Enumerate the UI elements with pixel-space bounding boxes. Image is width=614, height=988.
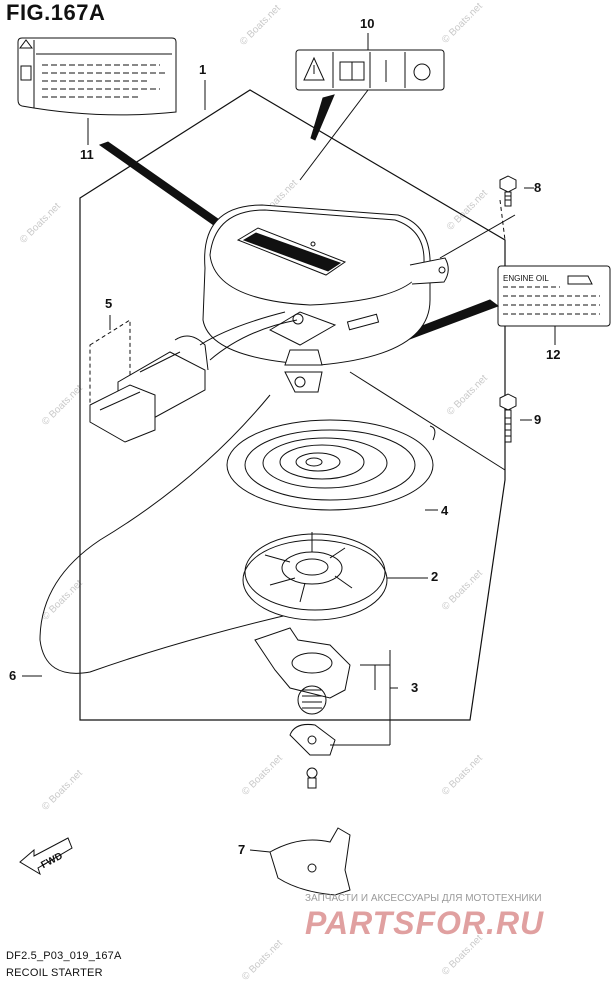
fwd-arrow-icon: FWD	[19, 837, 73, 876]
callout-4: 4	[441, 503, 449, 518]
bolt-9	[499, 393, 532, 443]
callout-1: 1	[199, 62, 207, 77]
callout-9: 9	[534, 412, 542, 427]
pointer-wedge-10	[310, 94, 335, 141]
assembly-outline	[79, 89, 506, 721]
callout-10: 10	[360, 16, 375, 31]
label-11-decal	[17, 37, 177, 145]
leader-case-to-8	[439, 214, 516, 259]
recoil-spring-4	[226, 419, 438, 511]
starter-rope	[39, 311, 301, 674]
figure-code: DF2.5_P03_019_167A	[6, 950, 122, 962]
bolt-8	[499, 175, 534, 207]
figure-title: FIG.167A	[6, 0, 106, 25]
handle-5	[89, 315, 209, 443]
label-12-decal	[497, 265, 611, 345]
leader-case-to-9	[349, 371, 506, 471]
pawl-7	[249, 827, 351, 896]
callout-6: 6	[9, 668, 17, 683]
starter-case	[202, 204, 449, 393]
callout-3: 3	[411, 680, 419, 695]
callout-5: 5	[105, 296, 113, 311]
label-12-text: ENGINE OIL	[503, 274, 549, 283]
figure-caption: RECOIL STARTER	[6, 967, 103, 979]
callout-11: 11	[80, 147, 94, 162]
brand-subtitle: ЗАПЧАСТИ И АКСЕССУАРЫ ДЛЯ МОТОТЕХНИКИ	[305, 893, 542, 904]
callout-8: 8	[534, 180, 542, 195]
callout-12: 12	[546, 347, 561, 362]
brand-logo: PARTSFOR.RU	[305, 905, 545, 941]
callout-2: 2	[431, 569, 439, 584]
label-10-decal	[295, 33, 445, 181]
reel-2	[242, 532, 428, 621]
ratchet-parts-3	[254, 627, 398, 789]
callout-7: 7	[238, 842, 246, 857]
